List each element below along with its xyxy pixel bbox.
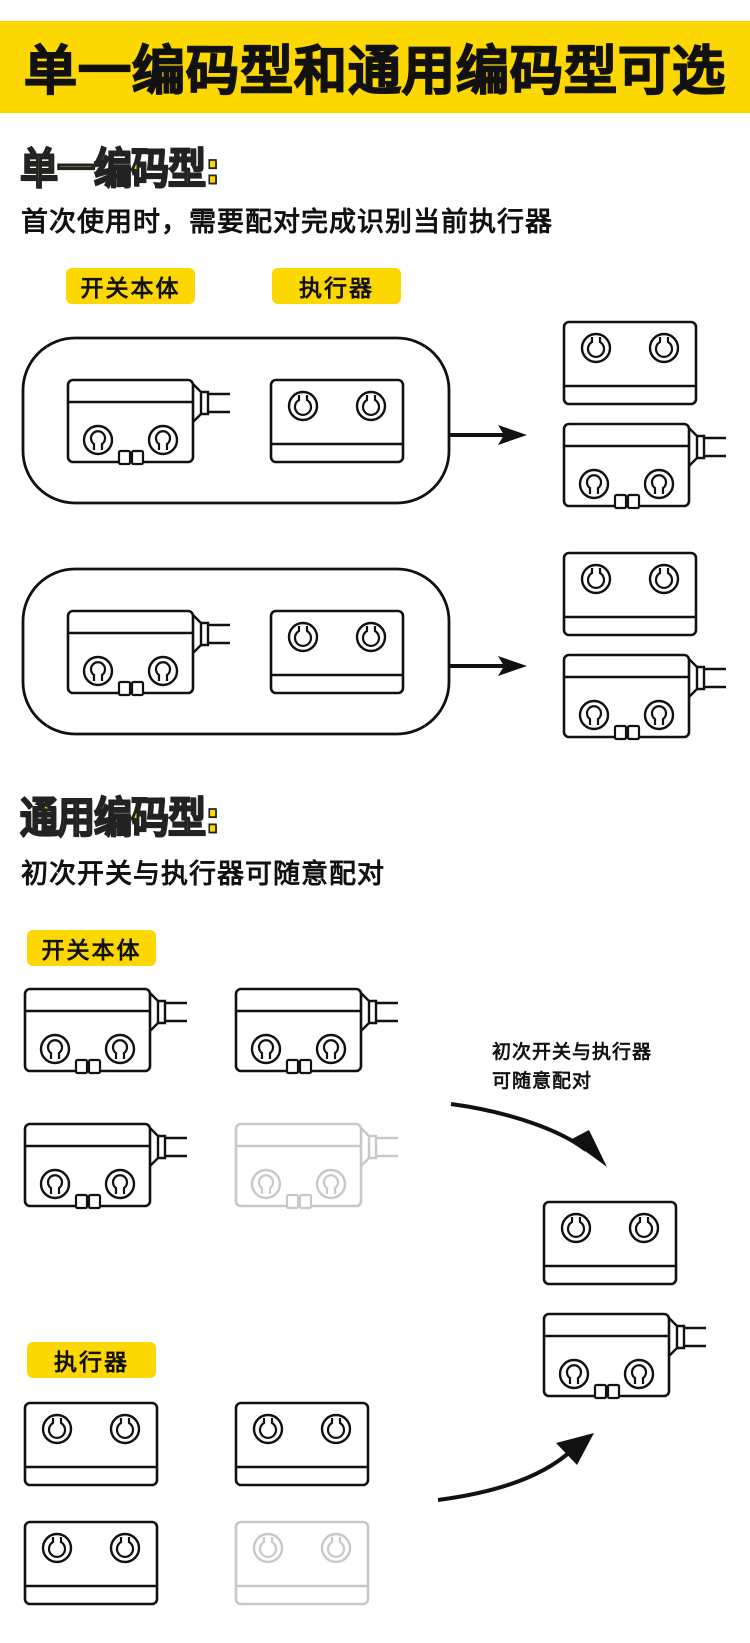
section-desc-universal: 初次开关与执行器可随意配对 (21, 859, 385, 890)
switch-body-icon-faded (234, 1122, 400, 1210)
switch-body-icon (562, 653, 728, 741)
switch-body-icon (23, 1122, 189, 1210)
switch-body-icon (542, 1312, 708, 1400)
actuator-icon (23, 1401, 159, 1487)
section-title-single: 单一编码型: (19, 143, 221, 194)
tag-label: 开关本体 (41, 938, 142, 964)
switch-body-icon (234, 987, 400, 1075)
page-title: 单一编码型和通用编码型可选 (23, 40, 726, 103)
tag-label: 执行器 (54, 1350, 129, 1376)
group-frame (21, 336, 451, 505)
curved-arrow-icon (450, 1102, 607, 1167)
section-title-universal: 通用编码型: (19, 792, 221, 843)
tag-switch-body-universal: 开关本体 (27, 930, 156, 966)
title-banner: 单一编码型和通用编码型可选 (0, 21, 750, 113)
group-frame (21, 567, 451, 736)
actuator-icon (542, 1200, 678, 1286)
paired-result-2 (562, 551, 728, 741)
tag-label: 执行器 (299, 276, 374, 302)
paired-result-universal (542, 1200, 708, 1400)
actuator-icon (562, 320, 698, 406)
arrow-caption: 初次开关与执行器 可随意配对 (492, 1038, 652, 1096)
arrow-right-icon (450, 425, 527, 445)
switch-body-icon (562, 422, 728, 510)
curved-arrow-icon (437, 1433, 594, 1502)
switch-body-icon (23, 987, 189, 1075)
pairing-group-1 (21, 336, 451, 505)
actuator-icon (562, 551, 698, 637)
pairing-group-2 (21, 567, 451, 736)
paired-result-1 (562, 320, 728, 510)
tag-actuator-universal: 执行器 (27, 1342, 156, 1378)
actuator-icon (234, 1401, 370, 1487)
tag-switch-body: 开关本体 (66, 268, 195, 304)
switch-body-icon (66, 609, 232, 697)
switch-body-icon (66, 378, 232, 466)
arrow-right-icon (450, 656, 527, 676)
arrow-caption-line2: 可随意配对 (492, 1070, 593, 1092)
arrow-caption-line1: 初次开关与执行器 (492, 1041, 653, 1063)
actuator-icon (269, 609, 405, 695)
actuator-icon (269, 378, 405, 464)
actuator-icon (23, 1520, 159, 1606)
tag-label: 开关本体 (80, 276, 181, 302)
section-desc-single: 首次使用时，需要配对完成识别当前执行器 (21, 207, 553, 238)
actuator-icon-faded (234, 1520, 370, 1606)
tag-actuator: 执行器 (272, 268, 401, 304)
